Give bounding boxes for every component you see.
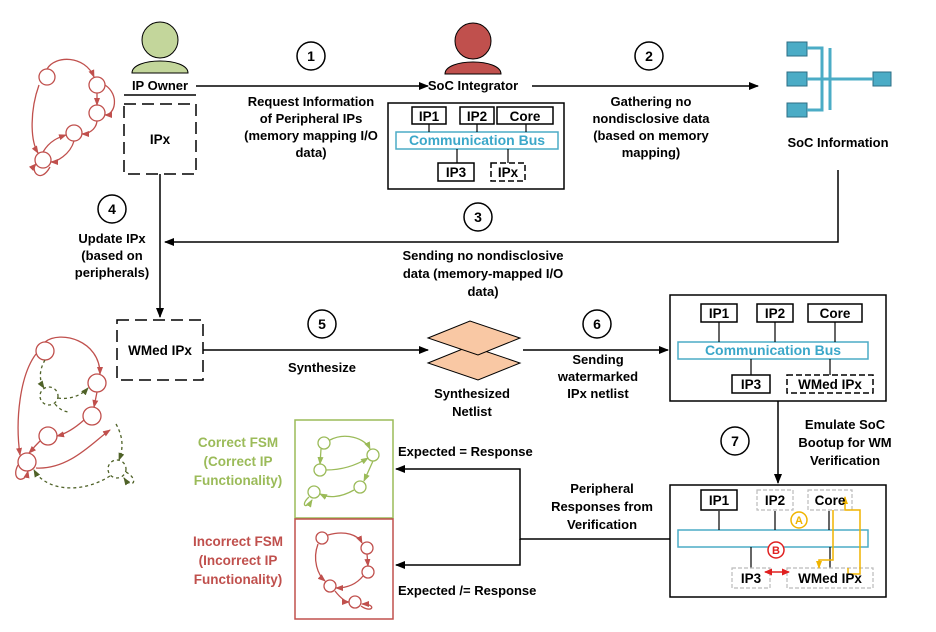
soc-architecture-small xyxy=(387,102,565,190)
svg-text:data (memory-mapped I/O: data (memory-mapped I/O xyxy=(403,266,563,281)
svg-text:peripherals): peripherals) xyxy=(75,265,149,280)
soc-verify-ip3: IP3 xyxy=(741,571,762,586)
svg-text:mapping): mapping) xyxy=(622,145,681,160)
svg-text:Emulate SoC: Emulate SoC xyxy=(805,417,886,432)
svg-text:Verification: Verification xyxy=(567,517,637,532)
incorrect-fsm-line3: Functionality) xyxy=(194,572,283,587)
correct-fsm-line3: Functionality) xyxy=(194,473,283,488)
svg-text:data): data) xyxy=(467,284,498,299)
soc-architecture-watermarked xyxy=(669,294,887,402)
correct-fsm-line1: Correct FSM xyxy=(198,435,278,450)
ipx-label: IPx xyxy=(150,132,171,147)
svg-text:Peripheral: Peripheral xyxy=(570,481,634,496)
soc-architecture-verification xyxy=(669,484,887,598)
soc-wm-bus: Communication Bus xyxy=(705,342,841,358)
marker-b: B xyxy=(772,545,780,557)
marker-a: A xyxy=(795,515,803,527)
soc-verify-core: Core xyxy=(815,493,846,508)
correct-fsm-line2: (Correct IP xyxy=(203,454,272,469)
arrow-step-3 xyxy=(164,170,839,246)
soc-small-bus: Communication Bus xyxy=(409,132,545,148)
step-7-number: 7 xyxy=(731,433,739,449)
svg-text:IPx netlist: IPx netlist xyxy=(567,386,629,401)
step-5-text: Synthesize xyxy=(288,360,356,375)
soc-small-core: Core xyxy=(510,109,541,124)
expected-equal-label: Expected = Response xyxy=(398,444,533,459)
svg-text:Gathering no: Gathering no xyxy=(611,94,692,109)
original-fsm-graph xyxy=(28,58,116,177)
svg-text:nondisclosive data: nondisclosive data xyxy=(592,111,710,126)
ip-owner-label: IP Owner xyxy=(132,78,188,93)
soc-wm-core: Core xyxy=(820,306,851,321)
incorrect-fsm-graph xyxy=(314,531,375,610)
step-6-text: Sending watermarked IPx netlist xyxy=(557,352,638,401)
step-markers xyxy=(97,41,750,456)
step-3-text: Sending no nondisclosive data (memory-ma… xyxy=(402,248,563,299)
soc-wm-ip2: IP2 xyxy=(765,306,785,321)
step-1-text: Request Information of Peripheral IPs (m… xyxy=(244,94,378,160)
soc-wm-wmed: WMed IPx xyxy=(798,377,862,392)
soc-wm-ip3: IP3 xyxy=(741,377,762,392)
svg-text:Sending: Sending xyxy=(572,352,623,367)
step-2-text: Gathering no nondisclosive data (based o… xyxy=(592,94,710,160)
netlist-label-line1: Synthesized xyxy=(434,386,510,401)
soc-wm-ip1: IP1 xyxy=(709,306,730,321)
soc-information-label: SoC Information xyxy=(787,135,888,150)
svg-text:data): data) xyxy=(295,145,326,160)
svg-text:Responses from: Responses from xyxy=(551,499,653,514)
svg-text:Verification: Verification xyxy=(810,453,880,468)
step-4-text: Update IPx (based on peripherals) xyxy=(75,231,149,280)
step-4-number: 4 xyxy=(108,201,116,217)
soc-small-ipx: IPx xyxy=(498,165,519,180)
svg-text:Bootup for WM: Bootup for WM xyxy=(798,435,891,450)
step-2-number: 2 xyxy=(645,48,653,64)
incorrect-fsm-line1: Incorrect FSM xyxy=(193,534,283,549)
netlist-label-line2: Netlist xyxy=(452,404,492,419)
svg-text:Sending no nondisclosive: Sending no nondisclosive xyxy=(402,248,563,263)
soc-small-ip2: IP2 xyxy=(467,109,487,124)
svg-text:(memory mapping I/O: (memory mapping I/O xyxy=(244,128,378,143)
peripheral-responses-text: Peripheral Responses from Verification xyxy=(551,481,653,532)
correct-fsm-graph xyxy=(303,435,380,508)
svg-text:(based on: (based on xyxy=(81,248,142,263)
step-1-number: 1 xyxy=(307,48,315,64)
svg-text:watermarked: watermarked xyxy=(557,369,638,384)
soc-verify-ip2: IP2 xyxy=(765,493,785,508)
soc-integrator-icon xyxy=(444,22,502,75)
svg-text:(based on memory: (based on memory xyxy=(593,128,709,143)
watermarked-fsm-graph xyxy=(15,336,135,489)
soc-verify-ip1: IP1 xyxy=(709,493,730,508)
arrow-to-correct-fsm xyxy=(395,465,670,540)
svg-text:Update IPx: Update IPx xyxy=(78,231,146,246)
soc-information-icon xyxy=(786,41,892,118)
ip-owner-icon xyxy=(131,21,189,74)
step-6-number: 6 xyxy=(593,316,601,332)
synthesized-netlist-icon xyxy=(426,320,522,381)
step-5-number: 5 xyxy=(318,316,326,332)
incorrect-fsm-line2: (Incorrect IP xyxy=(199,553,278,568)
wmed-ipx-label: WMed IPx xyxy=(128,343,192,358)
expected-not-equal-label: Expected /= Response xyxy=(398,583,536,598)
ipx-dashed-box xyxy=(123,103,197,175)
incorrect-fsm-box xyxy=(294,518,394,620)
soc-small-ip3: IP3 xyxy=(446,165,467,180)
correct-fsm-box xyxy=(294,419,394,519)
svg-text:of Peripheral IPs: of Peripheral IPs xyxy=(260,111,363,126)
step-3-number: 3 xyxy=(474,209,482,225)
soc-small-ip1: IP1 xyxy=(419,109,440,124)
soc-verify-wmed: WMed IPx xyxy=(798,571,862,586)
soc-integrator-label: SoC Integrator xyxy=(428,78,518,93)
step-7-text: Emulate SoC Bootup for WM Verification xyxy=(798,417,891,468)
svg-text:Request Information: Request Information xyxy=(248,94,374,109)
arrow-to-incorrect-fsm xyxy=(395,539,521,569)
